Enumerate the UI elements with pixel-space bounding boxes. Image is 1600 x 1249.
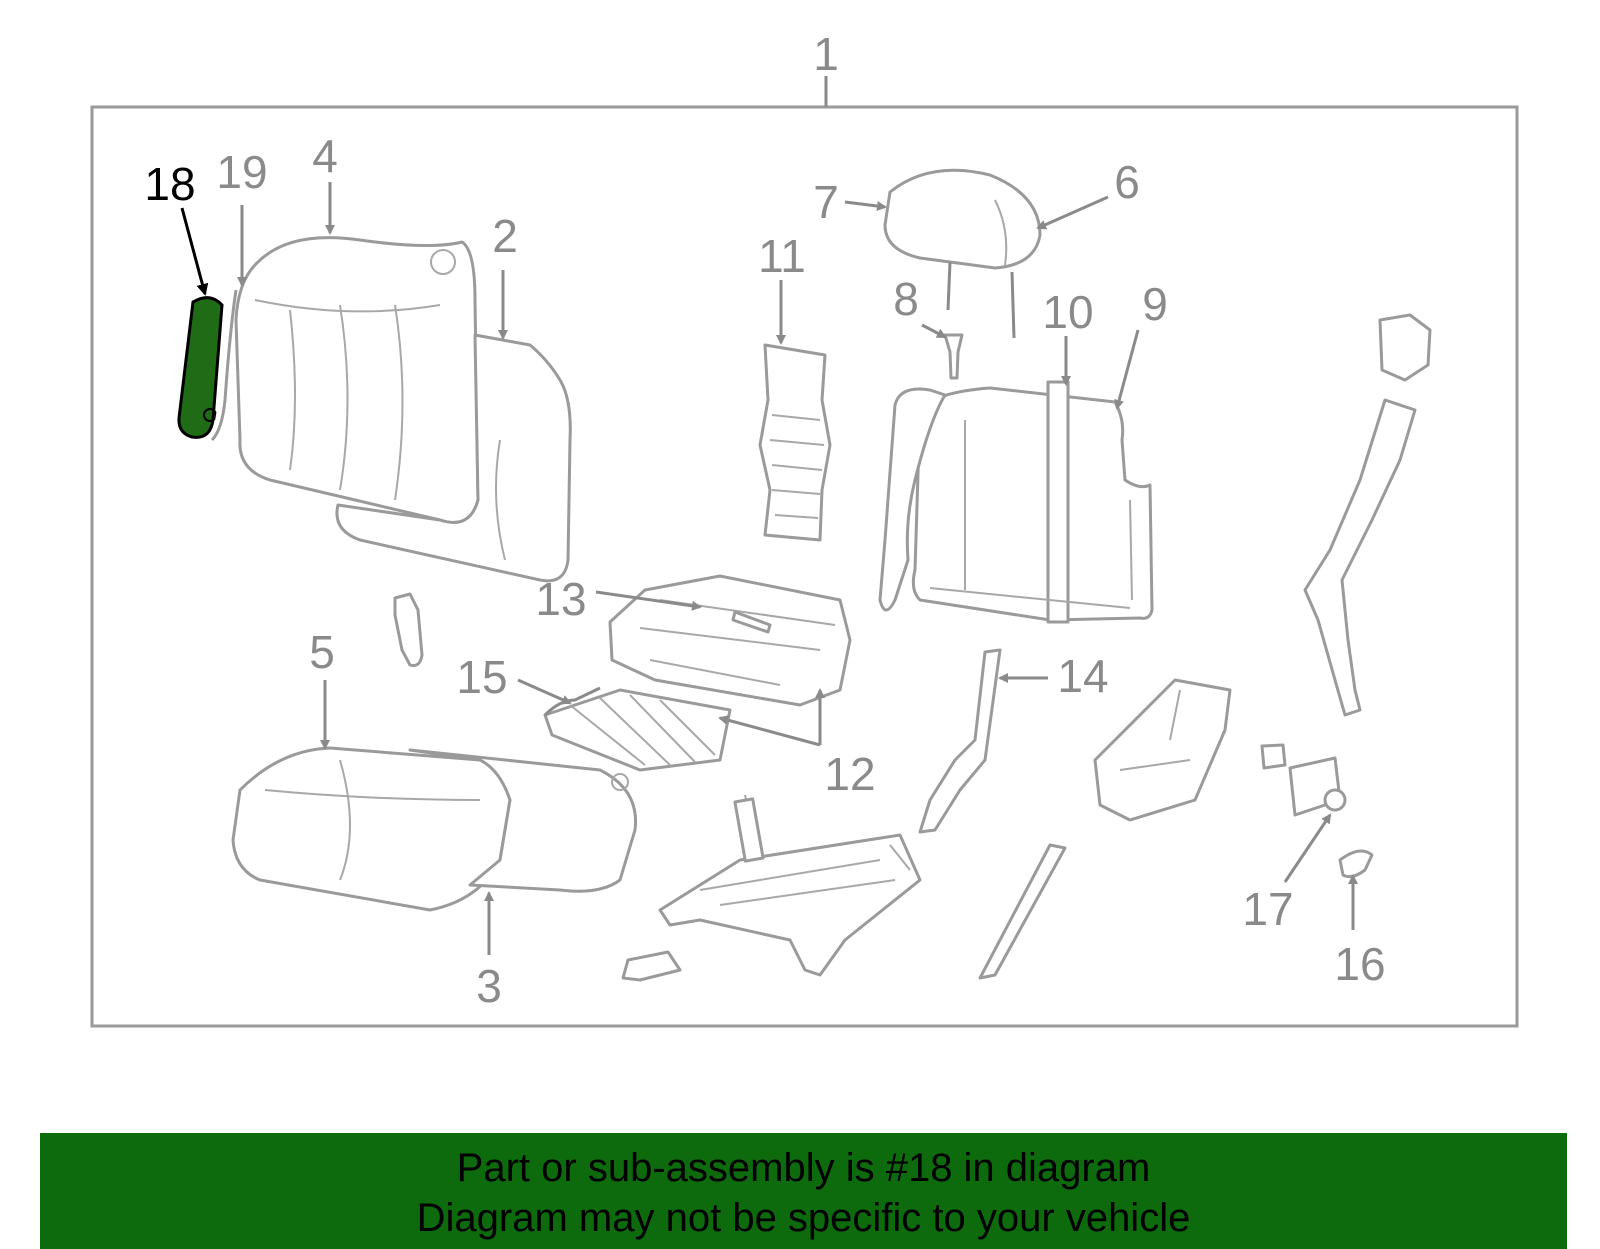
- adjuster-cap: [621, 950, 682, 982]
- callout-5: 5: [309, 626, 335, 678]
- spring-mat: [543, 686, 732, 772]
- callout-12: 12: [824, 748, 875, 800]
- callout-11: 11: [758, 230, 806, 282]
- seat-back-frame: [878, 380, 1154, 624]
- callout-9: 9: [1142, 278, 1168, 330]
- seat-back-pad: [335, 333, 572, 583]
- bracket: [393, 592, 424, 667]
- seat-belt-anchor: [1303, 313, 1432, 717]
- callout-3: 3: [476, 960, 502, 1012]
- headrest: [883, 168, 1042, 339]
- seat-switch: [1260, 743, 1347, 817]
- seat-back-cover: [234, 236, 480, 524]
- headrest-guide: [943, 333, 964, 380]
- assembly-frame: [90, 105, 1519, 1028]
- lumbar-support: [758, 343, 832, 542]
- callout-4: 4: [312, 130, 338, 182]
- info-banner: Part or sub-assembly is #18 in diagram D…: [40, 1133, 1567, 1249]
- callout-6: 6: [1114, 156, 1140, 208]
- banner-line-1: Part or sub-assembly is #18 in diagram: [456, 1146, 1151, 1190]
- switch-knob: [1338, 849, 1374, 879]
- seat-cushion-pad: [408, 748, 638, 893]
- callout-16: 16: [1334, 938, 1385, 990]
- callout-10: 10: [1042, 286, 1093, 338]
- callout-17: 17: [1242, 883, 1293, 935]
- callout-1: 1: [813, 28, 839, 80]
- callout-8: 8: [893, 273, 919, 325]
- callout-18: 18: [144, 158, 195, 210]
- callout-15: 15: [456, 651, 507, 703]
- callout-13: 13: [535, 573, 586, 625]
- part-19-trim: [210, 289, 238, 442]
- callout-14: 14: [1057, 650, 1108, 702]
- cushion-frame: [608, 574, 852, 707]
- seat-cushion-cover: [231, 746, 512, 912]
- part-18-highlighted: [177, 296, 224, 439]
- side-shield: [1093, 678, 1232, 822]
- callout-19: 19: [216, 146, 267, 198]
- adjuster-handle: [918, 648, 1002, 834]
- banner-line-2: Diagram may not be specific to your vehi…: [416, 1196, 1191, 1240]
- callout-2: 2: [492, 210, 518, 262]
- seat-adjuster: [658, 794, 922, 977]
- callout-7: 7: [813, 176, 839, 228]
- floor-rail: [978, 843, 1067, 980]
